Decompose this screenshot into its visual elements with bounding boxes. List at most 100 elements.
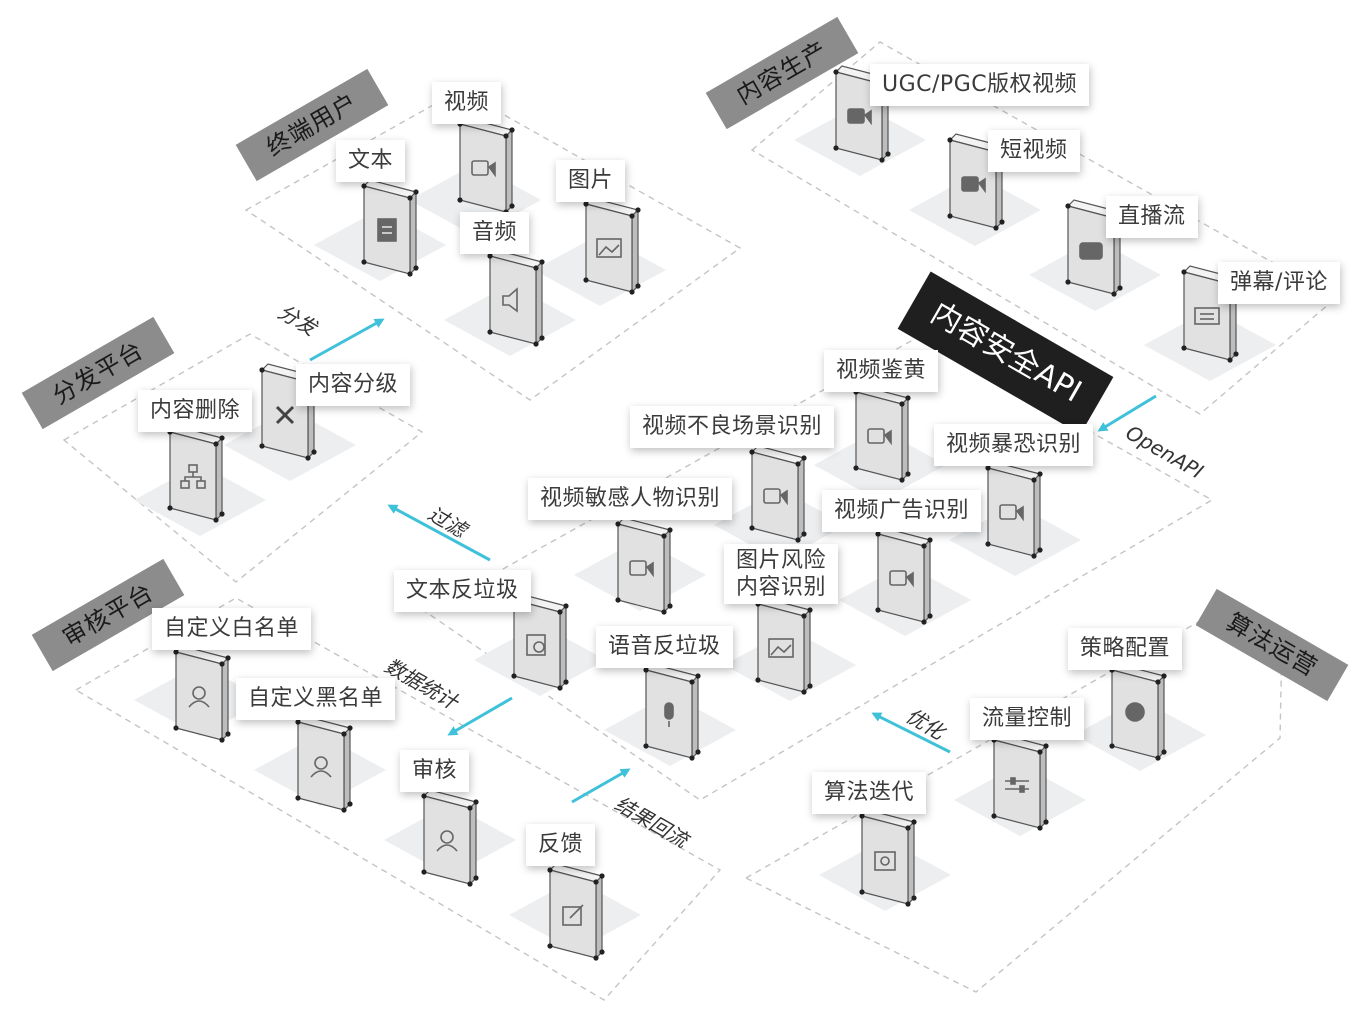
box-corner-dot — [1031, 553, 1037, 559]
box-corner-dot — [511, 673, 517, 679]
box-corner-dot — [1181, 269, 1187, 275]
box-corner-dot — [487, 253, 493, 259]
box-corner-dot — [361, 259, 367, 265]
box-corner-dot — [413, 189, 419, 195]
box-corner-dot — [667, 527, 673, 533]
edit-icon — [562, 904, 584, 926]
box-corner-dot — [801, 613, 807, 619]
box-feedback — [547, 863, 605, 961]
box-corner-dot — [219, 435, 225, 441]
box-corner-dot — [689, 679, 695, 685]
box-corner-dot — [1109, 743, 1115, 749]
box-video-porn — [853, 385, 911, 483]
box-corner-dot — [547, 943, 553, 949]
user-icon — [310, 756, 332, 778]
chat-icon — [1194, 307, 1220, 325]
box-corner-dot — [219, 737, 225, 743]
box-text — [361, 179, 419, 277]
box-corner-dot — [457, 197, 463, 203]
sitemap-icon — [180, 464, 206, 489]
label-audit: 审核 — [400, 750, 470, 792]
box-content-delete — [167, 425, 225, 523]
box-corner-dot — [599, 949, 605, 955]
box-corner-dot — [911, 819, 917, 825]
box-corner-dot — [1181, 345, 1187, 351]
box-corner-dot — [1161, 673, 1167, 679]
label-live-stream: 直播流 — [1106, 196, 1198, 238]
box-corner-dot — [1117, 285, 1123, 291]
box-corner-dot — [999, 219, 1005, 225]
arrow-result-back — [571, 768, 631, 804]
box-corner-dot — [947, 213, 953, 219]
box-corner-dot — [547, 867, 553, 873]
camera-icon — [961, 176, 986, 194]
label-text: 文本 — [336, 140, 406, 182]
box-corner-dot — [563, 679, 569, 685]
box-corner-dot — [487, 329, 493, 335]
camera-icon — [847, 108, 872, 126]
box-corner-dot — [173, 725, 179, 731]
box-corner-dot — [311, 449, 317, 455]
box-corner-dot — [1161, 749, 1167, 755]
arrow-openapi — [1097, 394, 1157, 432]
box-corner-dot — [643, 667, 649, 673]
label-danmaku-comment: 弹幕/评论 — [1218, 262, 1340, 304]
box-corner-dot — [801, 531, 807, 537]
box-corner-dot — [635, 207, 641, 213]
label-algorithm-iteration: 算法迭代 — [812, 772, 927, 814]
user-icon — [436, 830, 458, 852]
box-corner-dot — [801, 455, 807, 461]
box-corner-dot — [539, 335, 545, 341]
box-corner-dot — [347, 801, 353, 807]
bulb-icon — [1125, 702, 1145, 722]
box-corner-dot — [921, 543, 927, 549]
box-corner-dot — [795, 537, 801, 543]
box-corner-dot — [421, 793, 427, 799]
box-corner-dot — [509, 203, 515, 209]
box-corner-dot — [1111, 291, 1117, 297]
box-corner-dot — [749, 525, 755, 531]
box-video-terror — [985, 461, 1043, 559]
box-corner-dot — [905, 395, 911, 401]
box-corner-dot — [467, 881, 473, 887]
box-corner-dot — [807, 607, 813, 613]
box-whitelist — [173, 645, 231, 743]
box-corner-dot — [473, 875, 479, 881]
box-corner-dot — [695, 749, 701, 755]
box-corner-dot — [643, 743, 649, 749]
box-corner-dot — [563, 603, 569, 609]
box-corner-dot — [853, 465, 859, 471]
platform-distribution — [62, 333, 424, 583]
label-video-sensitive-person: 视频敏感人物识别 — [528, 478, 733, 520]
box-corner-dot — [875, 531, 881, 537]
box-corner-dot — [905, 825, 911, 831]
document-icon — [377, 218, 397, 242]
label-image-risk: 图片风险 内容识别 — [724, 544, 839, 604]
box-corner-dot — [599, 873, 605, 879]
box-corner-dot — [807, 683, 813, 689]
box-corner-dot — [927, 537, 933, 543]
box-video-ad — [875, 527, 933, 625]
box-corner-dot — [905, 471, 911, 477]
box-corner-dot — [801, 689, 807, 695]
label-image-risk-line1: 图片风险 — [736, 548, 827, 573]
label-custom-blacklist: 自定义黑名单 — [236, 678, 396, 720]
label-image-risk-line2: 内容识别 — [736, 575, 827, 600]
label-image: 图片 — [556, 160, 626, 202]
box-corner-dot — [533, 341, 539, 347]
box-traffic — [991, 733, 1049, 831]
arrow-optimize — [871, 712, 951, 754]
sliders-icon — [1005, 777, 1029, 793]
box-corner-dot — [509, 127, 515, 133]
box-corner-dot — [305, 455, 311, 461]
video-icon — [763, 488, 788, 506]
platform-terminal-users — [244, 89, 742, 401]
box-video-sensitive — [615, 517, 673, 615]
label-custom-whitelist: 自定义白名单 — [152, 608, 312, 650]
arrow-distribute — [309, 318, 385, 362]
close-icon — [275, 405, 295, 425]
box-corner-dot — [361, 183, 367, 189]
box-corner-dot — [407, 271, 413, 277]
